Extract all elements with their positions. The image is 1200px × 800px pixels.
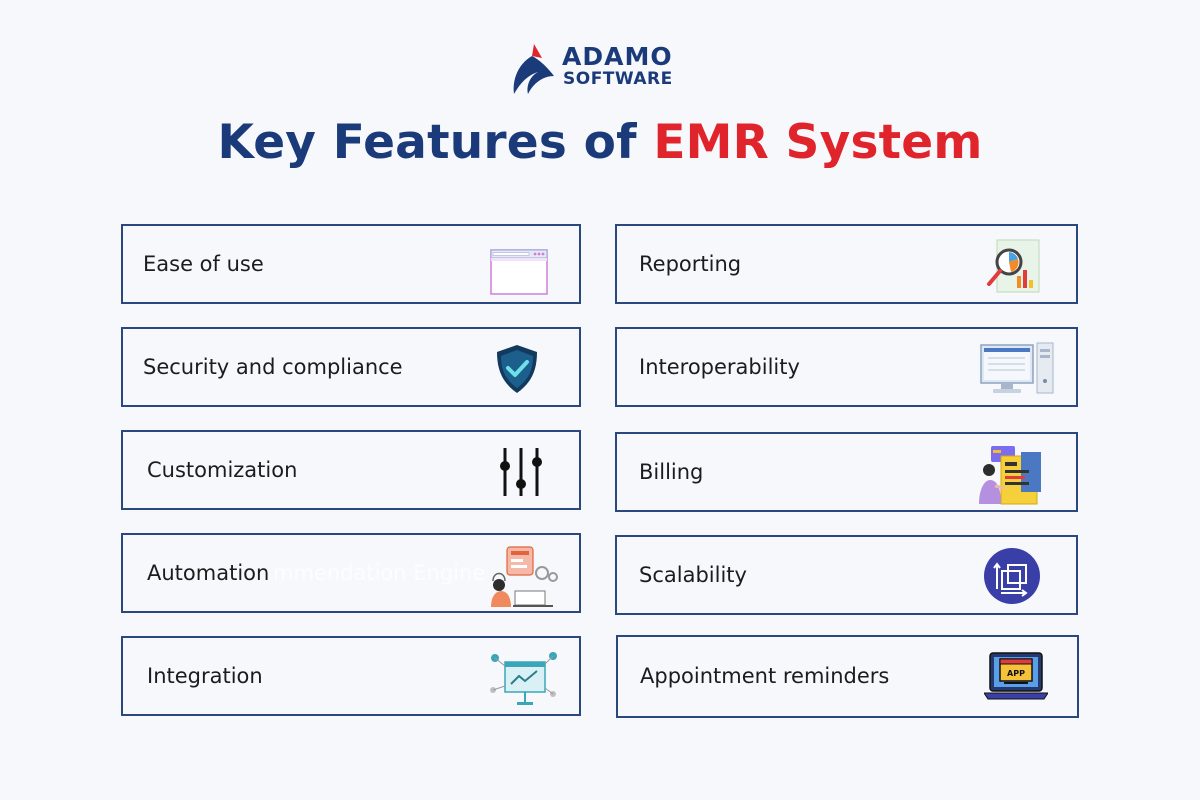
feature-card-scalability: Scalability <box>615 535 1078 615</box>
brand-logo: ADAMO SOFTWARE <box>510 40 710 98</box>
shield-check-icon <box>485 337 549 399</box>
feature-label: Appointment reminders <box>640 664 890 688</box>
feature-card-automation: Automation mmendation Engine <box>121 533 581 613</box>
feature-ghost-text: mmendation Engine <box>273 561 486 585</box>
billing-illustration-icon <box>977 442 1047 506</box>
integration-network-icon <box>487 646 559 710</box>
feature-card-customization: Customization <box>121 430 581 510</box>
feature-card-reporting: Reporting <box>615 224 1078 304</box>
feature-label: Ease of use <box>143 252 264 276</box>
app-badge-text: APP <box>1007 669 1025 678</box>
desktop-computer-icon <box>979 339 1055 399</box>
feature-label: Security and compliance <box>143 355 403 379</box>
feature-card-integration: Integration <box>121 636 581 716</box>
feature-card-ease-of-use: Ease of use <box>121 224 581 304</box>
scalability-circle-icon <box>983 547 1041 605</box>
title-part-2: EMR System <box>653 115 983 170</box>
feature-card-interoperability: Interoperability <box>615 327 1078 407</box>
brand-subname: SOFTWARE <box>563 69 673 89</box>
brand-name: ADAMO <box>562 42 673 71</box>
sliders-icon <box>489 440 553 502</box>
feature-label: Integration <box>147 664 263 688</box>
automation-illustration-icon <box>487 541 563 609</box>
feature-card-security: Security and compliance <box>121 327 581 407</box>
app-laptop-icon: APP <box>984 647 1048 705</box>
feature-card-billing: Billing <box>615 432 1078 512</box>
browser-window-icon <box>485 234 549 296</box>
feature-label: Scalability <box>639 563 747 587</box>
feature-label: Interoperability <box>639 355 800 379</box>
report-magnifier-icon <box>981 236 1045 296</box>
feature-label: Automation <box>147 561 270 585</box>
feature-label: Billing <box>639 460 704 484</box>
feature-label: Customization <box>147 458 298 482</box>
page-title: Key Features of EMR System <box>0 112 1200 174</box>
feature-card-appointment-reminders: Appointment reminders APP <box>616 635 1079 718</box>
title-part-1: Key Features of <box>217 115 654 170</box>
feature-label: Reporting <box>639 252 742 276</box>
adamo-logo-icon <box>510 42 556 96</box>
